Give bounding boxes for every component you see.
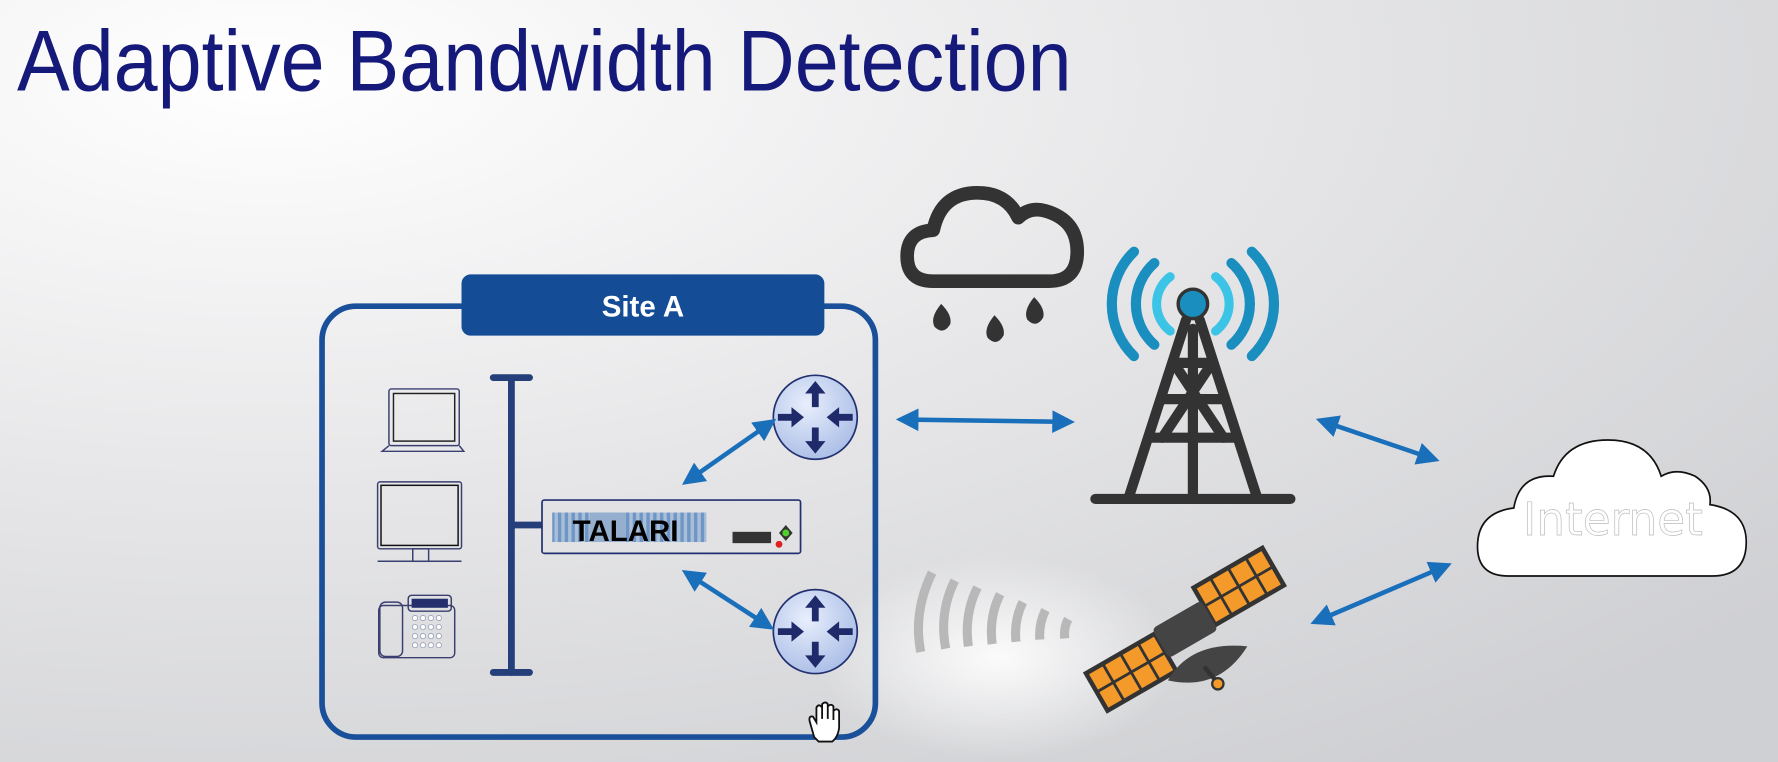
talari-label: TALARI (573, 515, 679, 548)
arrow-tower-to-internet (1315, 415, 1440, 465)
arrow-site-to-tower (895, 408, 1075, 433)
satellite-icon (1082, 544, 1288, 714)
hand-cursor-icon (808, 701, 841, 743)
router-icon-bottom (772, 588, 859, 675)
link-arrows (681, 408, 1452, 630)
site-a-label: Site A (602, 290, 684, 323)
satellite-signal-icon (913, 570, 1073, 653)
talari-appliance: TALARI (541, 499, 802, 555)
arrow-talari-router-bottom (681, 569, 775, 630)
cell-tower-icon (1090, 246, 1296, 505)
background-glow (816, 555, 1180, 760)
internet-cloud: Internet (1476, 439, 1748, 577)
router-icon-top (772, 374, 859, 461)
desk-phone-icon (377, 594, 456, 659)
site-a-group: Site A (319, 274, 879, 743)
laptop-icon (380, 388, 466, 453)
rain-cloud-icon (900, 185, 1085, 342)
arrow-satellite-to-internet (1310, 561, 1452, 626)
appliance-status-icon (775, 525, 793, 548)
page-title: Adaptive Bandwidth Detection (17, 14, 1072, 110)
arrow-talari-router-top (681, 418, 777, 485)
lan-bus (489, 374, 571, 676)
site-a-tab (461, 274, 825, 336)
internet-label: Internet (1523, 493, 1703, 546)
appliance-port (732, 531, 772, 544)
desktop-monitor-icon (376, 481, 463, 563)
